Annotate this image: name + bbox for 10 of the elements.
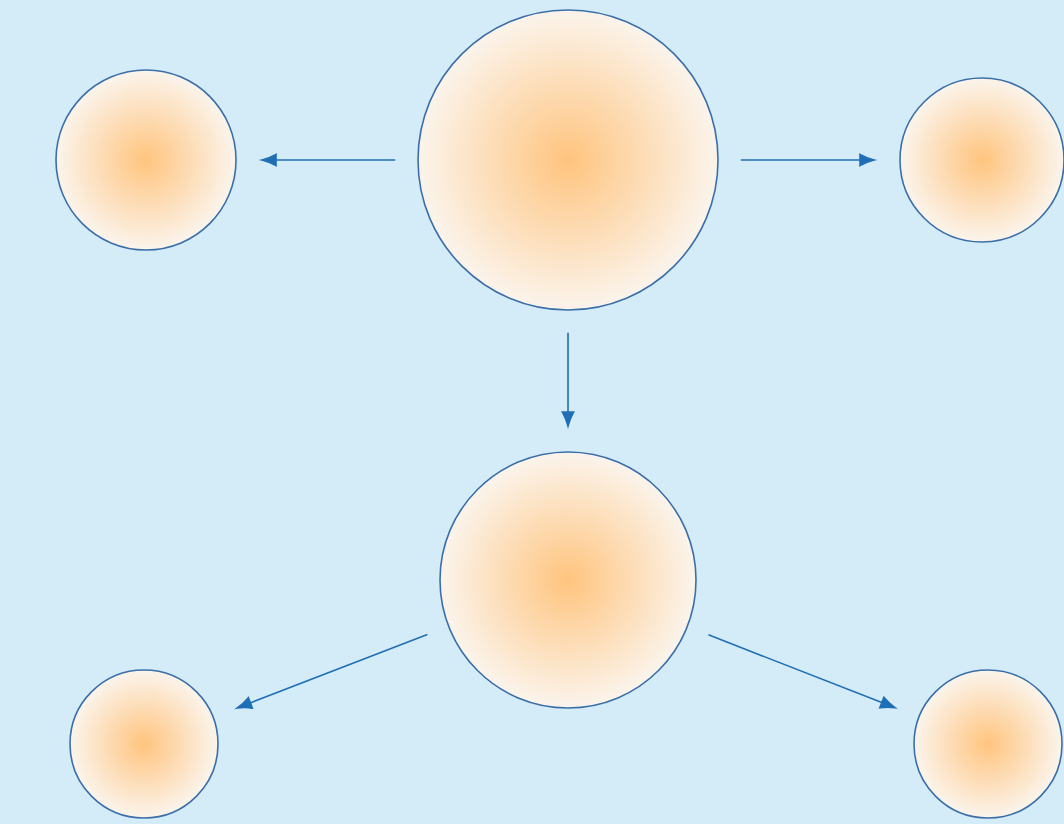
arrow [740, 153, 875, 167]
circle [439, 451, 697, 709]
circle [913, 669, 1063, 819]
circle [55, 69, 237, 251]
circle [417, 9, 719, 311]
circle [69, 669, 219, 819]
arrow [236, 633, 429, 709]
arrow [707, 634, 896, 709]
arrow [561, 332, 575, 427]
arrow [261, 153, 396, 167]
